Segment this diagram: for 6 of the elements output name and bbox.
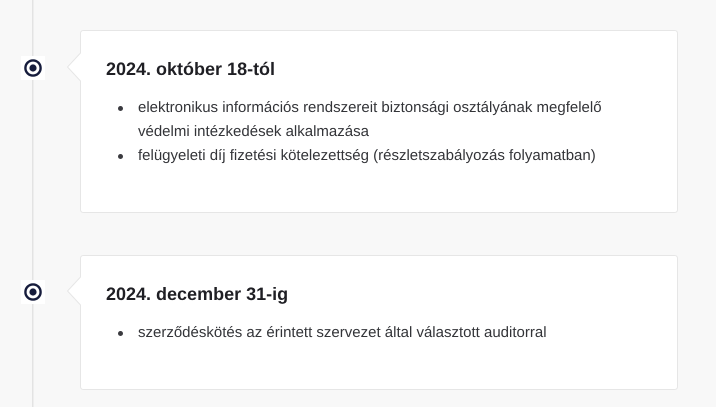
bullet-point-text: szerződéskötés az érintett szervezet által választott auditorral	[138, 323, 547, 343]
timeline-card	[67, 30, 678, 213]
date-heading: 2024. október 18-tól	[106, 58, 276, 81]
timeline-card	[67, 255, 678, 390]
bullet-point-text: felügyeleti díj fizetési kötelezettség (részletszabályozás folyamatban)	[138, 146, 596, 166]
date-heading: 2024. december 31-ig	[106, 283, 288, 306]
